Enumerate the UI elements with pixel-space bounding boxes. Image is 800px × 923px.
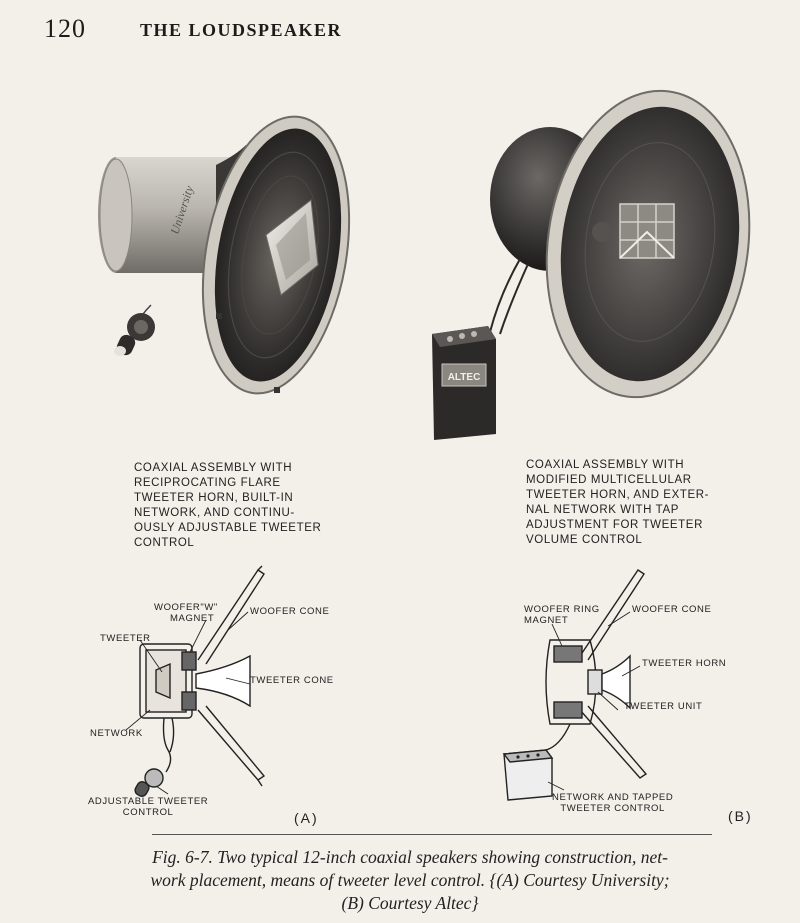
label-network: NETWORK (90, 728, 143, 739)
caption-b-line: NAL NETWORK WITH TAP (526, 504, 679, 516)
diagram-a-drawing (125, 565, 266, 797)
label-woofer-ring-magnet: WOOFER RING MAGNET (524, 604, 600, 626)
figure-caption: Fig. 6-7. Two typical 12-inch coaxial sp… (60, 846, 760, 915)
diagram-b: WOOFER RING MAGNET WOOFER CONE TWEETER H… (490, 560, 790, 830)
caption-b-line: VOLUME CONTROL (526, 534, 643, 546)
caption-a-line: CONTROL (134, 537, 195, 549)
caption-a-line: OUSLY ADJUSTABLE TWEETER (134, 522, 322, 534)
label-tweeter: TWEETER (100, 633, 151, 644)
figure-caption-line: (B) Courtesy Altec} (341, 893, 479, 913)
label-tweeter-horn: TWEETER HORN (642, 658, 727, 669)
caption-a-line: TWEETER HORN, BUILT-IN (134, 492, 294, 504)
caption-rule (152, 834, 712, 836)
running-head: THE LOUDSPEAKER (140, 20, 343, 40)
caption-b: COAXIAL ASSEMBLY WITH MODIFIED MULTICELL… (526, 458, 746, 548)
caption-a: COAXIAL ASSEMBLY WITH RECIPROCATING FLAR… (134, 461, 334, 551)
label-network-tapped-control: NETWORK AND TAPPED TWEETER CONTROL (552, 792, 674, 814)
caption-b-line: TWEETER HORN, AND EXTER- (526, 489, 710, 501)
photo-speaker-b: ALTEC (420, 64, 760, 444)
label-woofer-cone-a: WOOFER CONE (250, 606, 330, 617)
panel-letter-b: (B) (728, 808, 753, 824)
speaker-a-illustration: University (98, 115, 351, 395)
diagram-a: WOOFER"W" MAGNET WOOFER CONE TWEETER TWE… (78, 560, 378, 830)
caption-b-line: COAXIAL ASSEMBLY WITH (526, 459, 685, 471)
photo-speaker-a: University (96, 95, 366, 405)
figure-caption-line: Fig. 6-7. Two typical 12-inch coaxial sp… (152, 847, 668, 867)
label-woofer-cone-b: WOOFER CONE (632, 604, 712, 615)
caption-b-line: MODIFIED MULTICELLULAR (526, 474, 692, 486)
figure-caption-line: work placement, means of tweeter level c… (150, 870, 670, 890)
speaker-b-illustration: ALTEC (432, 89, 751, 440)
label-woofer-w-magnet: WOOFER"W" MAGNET (154, 602, 218, 624)
brand-text-b: ALTEC (448, 372, 481, 383)
panel-letter-a: (A) (294, 810, 319, 826)
caption-a-line: COAXIAL ASSEMBLY WITH (134, 462, 293, 474)
label-tweeter-unit: TWEETER UNIT (624, 701, 703, 712)
caption-a-line: RECIPROCATING FLARE (134, 477, 281, 489)
label-tweeter-cone: TWEETER CONE (250, 675, 334, 686)
caption-a-line: NETWORK, AND CONTINU- (134, 507, 295, 519)
label-adjustable-tweeter-control: ADJUSTABLE TWEETER CONTROL (88, 796, 209, 818)
page-number: 120 (44, 14, 86, 43)
caption-b-line: ADJUSTMENT FOR TWEETER (526, 519, 703, 531)
diagram-b-drawing (502, 569, 648, 801)
